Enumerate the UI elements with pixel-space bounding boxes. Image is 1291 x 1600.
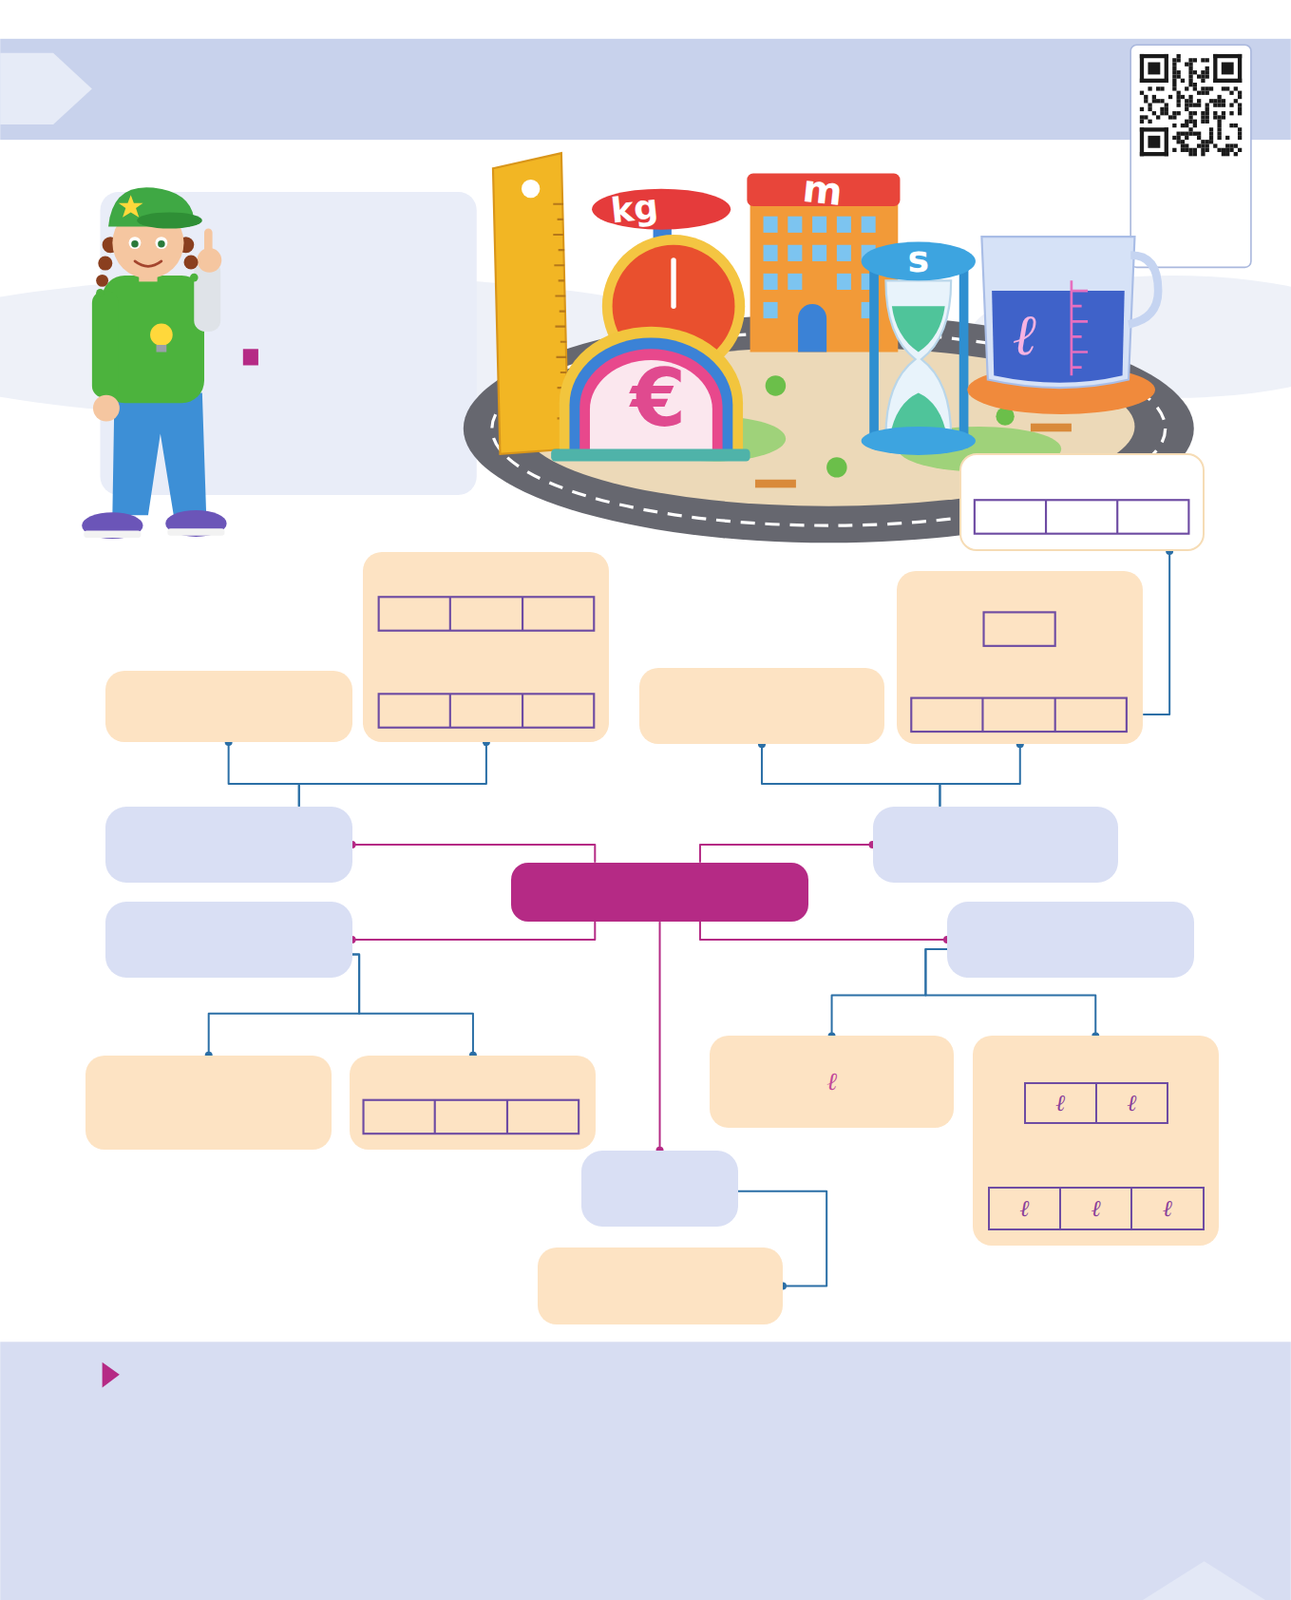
central-topic (511, 862, 809, 922)
connector (352, 921, 596, 940)
connector (832, 949, 948, 1036)
empty-table (379, 596, 595, 630)
table-cell: ℓ (987, 1186, 1062, 1230)
node-text: ℓ (1091, 1196, 1102, 1221)
illustration-label: m (800, 169, 845, 211)
branch-box (873, 806, 1120, 884)
empty-table (363, 1100, 580, 1134)
branch-box (947, 901, 1195, 979)
empty-table (974, 499, 1190, 533)
detail-box (105, 670, 353, 742)
illustration-label: s (908, 241, 931, 278)
empty-cell (984, 611, 1056, 646)
node-text: ℓ (1055, 1090, 1065, 1116)
connector (939, 743, 1020, 807)
connector (299, 741, 487, 807)
node-text: ℓ (826, 1067, 837, 1096)
detail-box (639, 667, 886, 745)
detail-box (85, 1055, 332, 1150)
connector (659, 921, 662, 1151)
empty-table (911, 698, 1127, 732)
node-text: ℓ (1162, 1196, 1173, 1221)
branch-box (581, 1150, 738, 1228)
qr-code (1139, 54, 1242, 156)
illustration-label: ℓ (1013, 305, 1039, 363)
table-cell: ℓ (1095, 1082, 1169, 1124)
qr-panel (1130, 44, 1252, 267)
bullet-square (243, 348, 259, 365)
table-cell: ℓ (1024, 1082, 1098, 1124)
connector (761, 743, 940, 807)
footer-band (0, 1341, 1291, 1600)
detail-box (349, 1055, 596, 1150)
connector (352, 953, 474, 1055)
connector (228, 741, 300, 807)
empty-table (379, 693, 595, 727)
connector (700, 844, 874, 863)
node-text: ℓ (1126, 1090, 1137, 1116)
detail-box (362, 551, 609, 742)
branch-box (105, 901, 353, 979)
header-band (0, 38, 1291, 140)
illustration-label: € (630, 358, 686, 438)
connector (352, 844, 596, 863)
detail-box: ℓ (709, 1035, 955, 1128)
header-tab (0, 53, 93, 125)
boy-figure (81, 187, 228, 539)
node-text: ℓ (1020, 1196, 1030, 1221)
note-box (959, 453, 1205, 551)
detail-box (537, 1247, 783, 1326)
play-mark (102, 1362, 120, 1388)
table-cell: ℓ (1130, 1186, 1204, 1230)
detail-box (896, 570, 1143, 745)
connector (700, 921, 948, 940)
illustration-label: kg (609, 189, 661, 229)
table-cell: ℓ (1059, 1186, 1133, 1230)
corner-mark (1142, 1560, 1266, 1600)
branch-box (105, 806, 353, 884)
connector (1142, 550, 1170, 715)
detail-box: ℓ ℓ ℓ ℓ ℓ (972, 1035, 1219, 1245)
